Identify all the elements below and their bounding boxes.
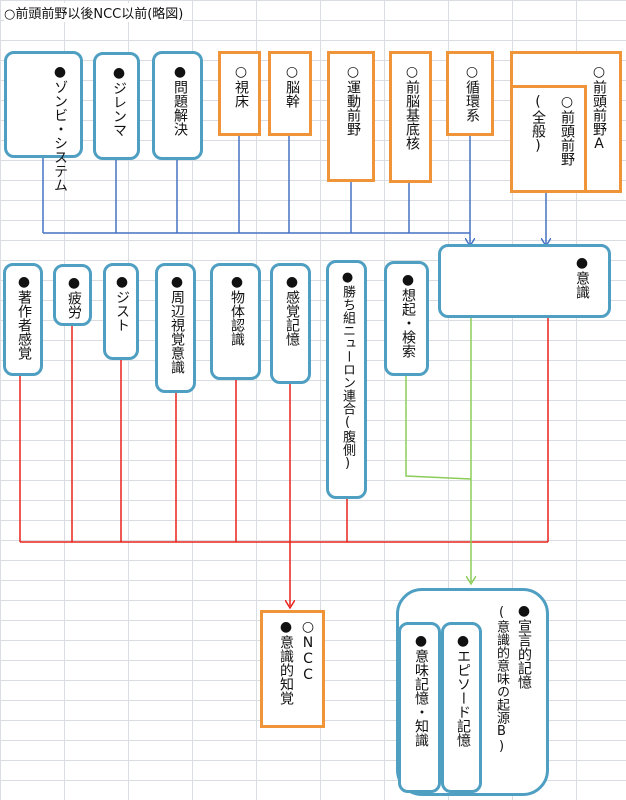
- label-fatigue: ●疲労: [66, 275, 82, 319]
- node-gist: ●ジスト: [103, 263, 139, 360]
- red-connectors: [19, 318, 549, 606]
- label-gist: ●ジスト: [114, 274, 130, 332]
- label-winning-union: ●勝ち組ニューロン連合(腹側): [340, 270, 355, 471]
- label-prefrontal-general: (全般): [530, 94, 546, 154]
- node-semantic-memory: ●意味記憶・知識: [398, 622, 441, 793]
- node-circulatory: ○循環系: [446, 51, 494, 136]
- node-dilemma: ●ジレンマ: [93, 52, 140, 160]
- label-problem-solving: ●問題解決: [172, 64, 188, 136]
- node-premotor: ○運動前野: [327, 51, 375, 182]
- label-episodic-memory: ●エピソード記憶: [455, 633, 471, 747]
- label-prefrontal-general-2: ○前頭前野: [559, 94, 575, 166]
- node-zombie-system: ●ゾンビ・システム: [4, 51, 83, 192]
- page-title: ○前頭前野以後NCC以前(略図): [4, 3, 184, 22]
- node-recall: ●想起・検索: [384, 261, 429, 376]
- node-problem-solving: ●問題解決: [152, 51, 203, 160]
- label-authorship: ●著作者感覚: [16, 274, 32, 360]
- node-peripheral-visual: ●周辺視覚意識: [155, 263, 196, 393]
- blue-connectors: [42, 136, 546, 244]
- label-basal-forebrain: ○前脳基底核: [404, 64, 420, 150]
- label-ncc: ○NCC: [300, 619, 316, 683]
- label-zombie-system: ●ゾンビ・システム: [52, 64, 68, 192]
- node-winning-union: ●勝ち組ニューロン連合(腹側): [326, 260, 367, 499]
- node-consciousness: ●意識: [438, 244, 611, 318]
- label-origin-b: (意識的意味の起源B): [494, 605, 509, 754]
- node-sensory-memory: ●感覚記憶: [270, 263, 311, 384]
- label-prefrontal-a: ○前頭前野A: [591, 64, 607, 152]
- label-sensory-memory: ●感覚記憶: [284, 274, 300, 346]
- node-basal-forebrain: ○前脳基底核: [389, 51, 432, 183]
- label-thalamus: ○視床: [233, 64, 249, 108]
- node-prefrontal-general: (全般) ○前頭前野: [510, 85, 587, 193]
- wire-recall: [405, 376, 472, 480]
- node-ncc: ○NCC ●意識的知覚: [260, 610, 325, 728]
- label-dilemma: ●ジレンマ: [111, 65, 127, 137]
- node-fatigue: ●疲労: [53, 264, 92, 326]
- green-connectors: [405, 318, 472, 582]
- label-circulatory: ○循環系: [464, 64, 480, 122]
- node-brainstem: ○脳幹: [268, 51, 312, 136]
- label-semantic-memory: ●意味記憶・知識: [413, 633, 429, 747]
- label-consciousness: ●意識: [574, 255, 590, 299]
- node-object-recognition: ●物体認識: [210, 263, 261, 380]
- label-premotor: ○運動前野: [345, 64, 361, 136]
- label-conscious-perception: ●意識的知覚: [278, 619, 294, 705]
- node-authorship: ●著作者感覚: [3, 263, 43, 376]
- label-declarative-memory: ●宣言的記憶: [516, 603, 532, 689]
- node-thalamus: ○視床: [218, 51, 261, 136]
- label-recall: ●想起・検索: [400, 272, 416, 358]
- node-episodic-memory: ●エピソード記憶: [441, 622, 482, 793]
- label-object-recognition: ●物体認識: [229, 274, 245, 346]
- label-peripheral-visual: ●周辺視覚意識: [169, 274, 185, 374]
- label-brainstem: ○脳幹: [284, 64, 300, 108]
